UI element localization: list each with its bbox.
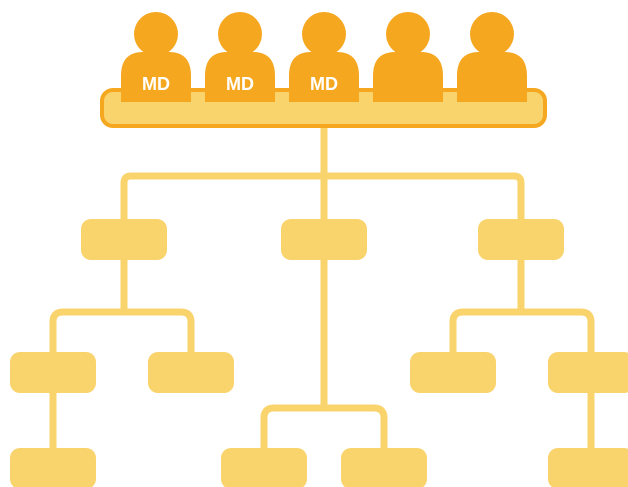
org-box-level1-left (81, 219, 167, 260)
org-box-level1-center (281, 219, 367, 260)
org-box-level2-1 (10, 352, 96, 393)
person-head (386, 12, 430, 56)
person-label: MD (226, 74, 254, 94)
org-box-level2-2 (148, 352, 234, 393)
person-body (373, 52, 443, 102)
connector-lines (49, 124, 595, 471)
person-icon (373, 12, 443, 102)
person-label: MD (310, 74, 338, 94)
person-body (205, 52, 275, 102)
org-box-level3-3 (341, 448, 427, 487)
org-box-level3-4 (548, 448, 628, 487)
connector-right-branch (449, 308, 595, 376)
connector-root-branch (120, 172, 525, 240)
org-box-level2-3 (410, 352, 496, 393)
person-head (218, 12, 262, 56)
org-box-level1-right (478, 219, 564, 260)
org-box-level3-2 (221, 448, 307, 487)
person-head (470, 12, 514, 56)
person-head (302, 12, 346, 56)
org-box-level2-4 (548, 352, 628, 393)
connector-left-branch (49, 308, 195, 376)
org-box-level3-1 (10, 448, 96, 487)
org-boxes (10, 219, 628, 487)
top-group-people: MD MD MD (121, 12, 527, 102)
person-icon: MD (205, 12, 275, 102)
person-icon (457, 12, 527, 102)
person-body (457, 52, 527, 102)
person-label: MD (142, 74, 170, 94)
person-icon: MD (121, 12, 191, 102)
person-head (134, 12, 178, 56)
person-icon: MD (289, 12, 359, 102)
person-body (121, 52, 191, 102)
person-body (289, 52, 359, 102)
connector-center-branch (260, 404, 388, 471)
